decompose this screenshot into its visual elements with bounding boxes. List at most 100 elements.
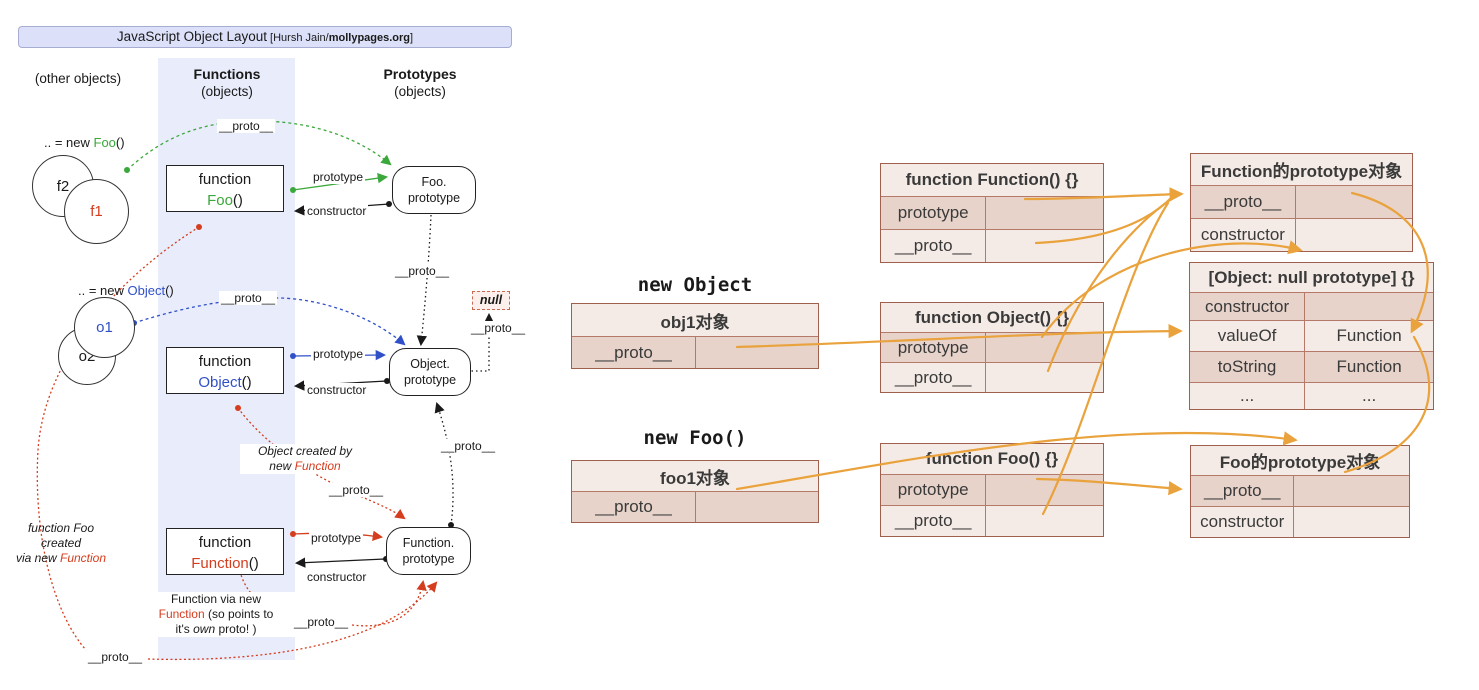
constructor-label-object: constructor [305,383,369,397]
arrow-foo-proto-long-part2 [147,581,438,661]
new-object-name: Object [127,283,166,298]
table-cell-value: Function [1336,357,1402,376]
table-cell-value [1294,507,1409,537]
column-header-prototypes-title: Prototypes [383,66,457,82]
table-title: function Foo() {} [881,444,1103,475]
prototype-label-foo: prototype [311,170,366,184]
annotation-line: created [40,536,82,550]
function-object-parens: () [241,374,252,391]
table-cell-key: __proto__ [881,506,987,536]
table-cell-key: __proto__ [1191,186,1296,218]
column-header-functions-title: Functions [193,66,261,82]
column-header-prototypes-sub: (objects) [394,84,446,99]
proto-label-foo: __proto__ [217,119,276,133]
annotation-line: Function [60,551,107,565]
table-cell-value [986,506,1103,536]
proto-label-fooproto-chain: __proto__ [393,264,452,278]
object-prototype-line1: Object. [410,357,450,371]
new-object-expression: .. = new Object() [78,283,174,298]
table-cell-value [986,230,1103,262]
function-object-word: function [198,353,252,370]
new-object-suffix: () [165,283,174,298]
constructor-label-foo: constructor [305,204,369,218]
diagram-title: JavaScript Object Layout [116,29,267,44]
table-title: [Object: null prototype] {} [1190,263,1433,293]
table-cell-key: constructor [1191,219,1296,251]
arrow-fooproto-to-objectproto [416,214,432,347]
table-row: __proto__ [572,337,818,368]
table-row: __proto__ [1191,186,1412,218]
annotation-line: function Foo [27,521,95,535]
annotation-line: Function via new [170,592,262,606]
table-row: __proto__ [881,362,1103,392]
proto-label-object-fn-chain: __proto__ [327,483,386,497]
table-row: ... ... [1190,382,1433,409]
table-object-null-prototype: [Object: null prototype] {} constructor … [1189,262,1434,410]
annotation-line: via new [15,551,60,565]
table-row: __proto__ [1191,476,1409,506]
object-prototype-line2: prototype [403,373,457,387]
table-title: Function的prototype对象 [1191,154,1412,186]
annotation-line: own [193,622,216,636]
table-cell-key: prototype [881,475,987,505]
table-cell-value [1294,476,1409,506]
function-object-box: function Object() [166,347,284,394]
table-title: function Function() {} [881,164,1103,197]
arrow-object-proto-to-functionproto [237,407,406,520]
annotation-line: new [269,459,295,473]
function-function-parens: () [248,555,259,572]
title-credit-open: [Hursh Jain/ [266,32,329,44]
new-foo-suffix: () [115,135,125,150]
table-cell-key: __proto__ [572,337,696,368]
annotation-object-created: Object created by new Function [240,444,370,474]
arrow-foo-proto-long-part1 [36,226,200,651]
foo-prototype-line1: Foo. [421,175,447,189]
table-foo1: foo1对象 __proto__ [571,460,819,523]
table-cell-key: valueOf [1190,321,1306,351]
function-foo-word: function [198,171,252,188]
column-header-functions-sub: (objects) [201,84,253,99]
table-cell-value: ... [1362,386,1377,405]
prototype-label-function: prototype [309,531,364,545]
function-foo-box: function Foo() [166,165,284,212]
new-foo-name: Foo [93,135,116,150]
table-cell-key: __proto__ [1191,476,1295,506]
table-cell-key: constructor [1190,293,1306,320]
annotation-line: Function [294,459,341,473]
table-cell-key: __proto__ [881,230,987,262]
table-title: function Object() {} [881,303,1103,333]
function-prototype-line1: Function. [402,536,455,550]
table-row: prototype [881,333,1103,362]
table-cell-value [1305,293,1433,320]
table-function-function: function Function() {} prototype __proto… [880,163,1104,263]
table-cell-key: ... [1190,383,1306,409]
heading-new-object: new Object [637,274,753,296]
column-header-functions: Functions (objects) [160,66,294,100]
function-function-word: function [198,534,252,551]
title-credit-close: ] [410,32,414,44]
column-header-prototypes: Prototypes (objects) [352,66,488,100]
table-title: foo1对象 [572,461,818,492]
title-credit-site: mollypages.org [328,32,411,44]
diagram-title-bar: JavaScript Object Layout [Hursh Jain/mol… [18,26,512,48]
proto-label-function-self: __proto__ [292,615,351,629]
annotation-line: it's [175,622,194,636]
function-function-box: function Function() [166,528,284,575]
table-title: obj1对象 [572,304,818,337]
annotation-line: (so points to [204,607,274,621]
table-cell-key: prototype [881,197,987,229]
function-foo-parens: () [232,192,243,209]
table-title: Foo的prototype对象 [1191,446,1409,476]
table-obj1: obj1对象 __proto__ [571,303,819,369]
function-prototype-box: Function. prototype [386,527,471,575]
function-prototype-line2: prototype [402,552,455,566]
table-row: __proto__ [572,492,818,522]
arrow-o1-proto-to-object-prototype [133,297,406,346]
function-object-name: Object [198,374,242,391]
proto-label-null-chain: __proto__ [469,321,528,335]
table-cell-value [1296,219,1412,251]
table-cell-value [696,492,818,522]
table-row: constructor [1191,218,1412,251]
foo-prototype-line2: prototype [407,191,461,205]
prototype-label-object: prototype [311,347,366,361]
